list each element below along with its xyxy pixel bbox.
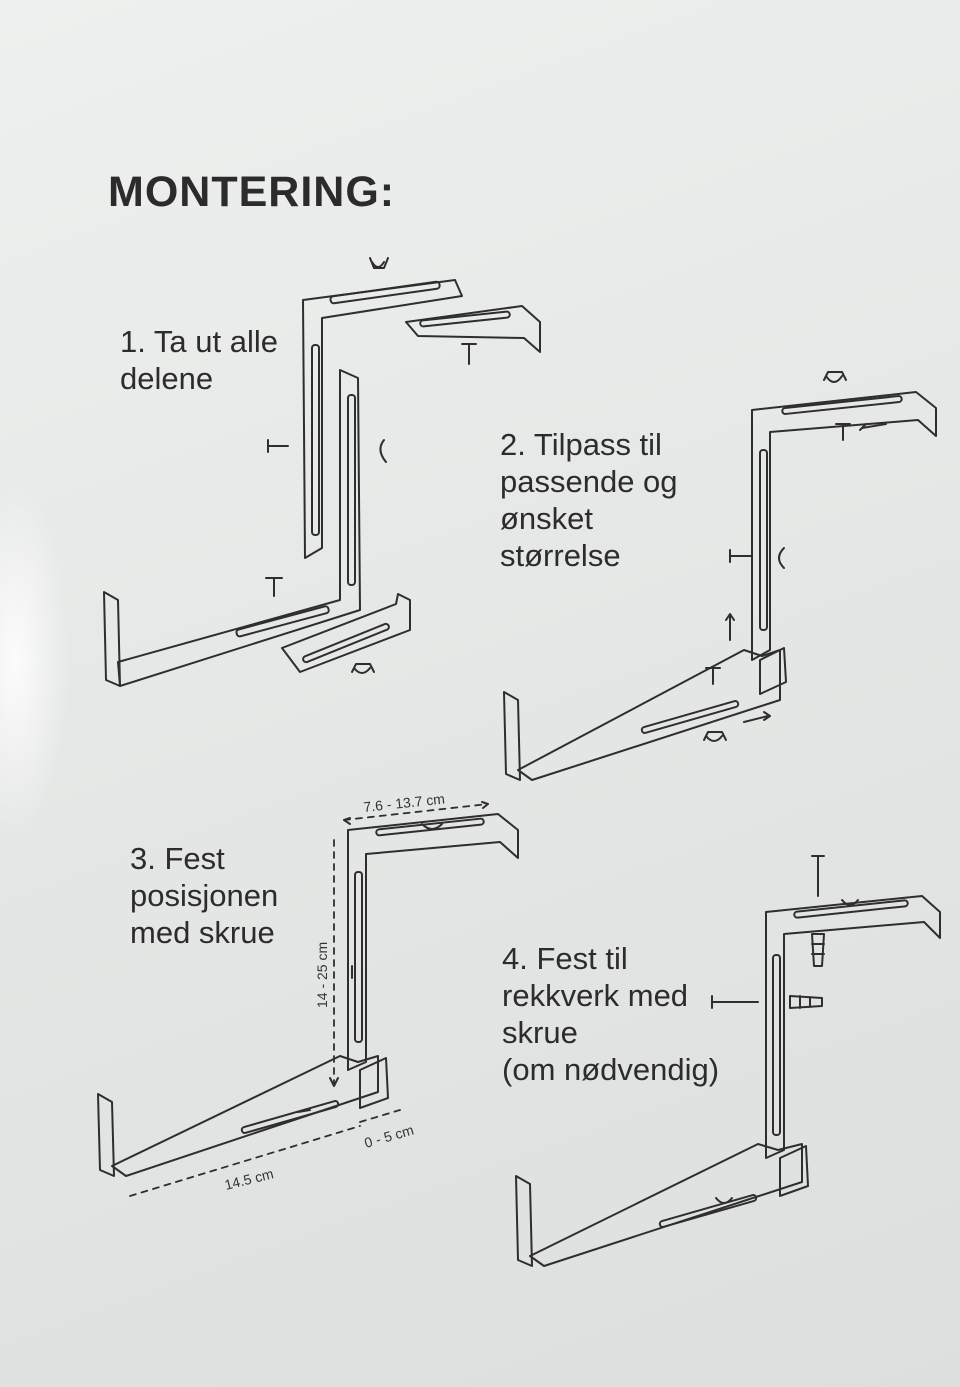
top-clip-part [405, 305, 541, 353]
screw-icon [729, 549, 753, 563]
dimension-bottom-width: 14.5 cm [223, 1165, 275, 1193]
step-4-text: 4. Fest til rekkverk med skrue (om nødve… [502, 941, 720, 1087]
lower-bracket-part [103, 369, 361, 687]
wall-plug-icon [811, 933, 825, 967]
bottom-clip-part [281, 593, 411, 673]
step-3-text: 3. Fest posisjonen med skrue [130, 841, 279, 950]
wing-nut-icon [421, 823, 443, 830]
dimension-extension: 0 - 5 cm [362, 1122, 415, 1151]
light-glare [0, 480, 70, 840]
wing-nut-icon [715, 1197, 733, 1204]
screw-icon [711, 995, 759, 1009]
step-2-illustration [503, 371, 937, 781]
adjust-arrow-icon [725, 423, 887, 723]
wall-plug-icon [789, 995, 823, 1009]
dimension-lines [129, 803, 489, 1197]
step-2-text: 2. Tilpass til passende og ønsket større… [500, 427, 678, 573]
page-title: MONTERING: [108, 168, 396, 216]
step-1-text: 1. Ta ut alle delene [120, 324, 278, 396]
dimension-arrows [329, 801, 489, 1087]
screw-icon [265, 577, 283, 597]
dimension-height: 14 - 25 cm [314, 942, 330, 1008]
wing-nut-icon [823, 371, 847, 383]
screw-icon [267, 439, 289, 453]
wing-nut-icon [703, 731, 727, 742]
wing-nut-icon [369, 257, 389, 269]
screw-icon [461, 343, 477, 365]
wing-nut-icon [379, 439, 387, 463]
upper-bracket-part [302, 279, 463, 559]
screw-icon [811, 855, 825, 897]
wing-nut-icon [351, 663, 375, 674]
screw-icon [705, 667, 721, 685]
dimension-top-width: 7.6 - 13.7 cm [363, 791, 446, 815]
step-1-illustration [103, 257, 541, 687]
wing-nut-icon [778, 547, 785, 569]
step-4-illustration [515, 855, 941, 1267]
screw-icon [835, 423, 851, 441]
screw-icon [297, 1109, 311, 1113]
step-3-illustration: 7.6 - 13.7 cm 14 - 25 cm 0 - 5 cm 14.5 c… [97, 791, 519, 1197]
wing-nut-icon [841, 899, 859, 906]
